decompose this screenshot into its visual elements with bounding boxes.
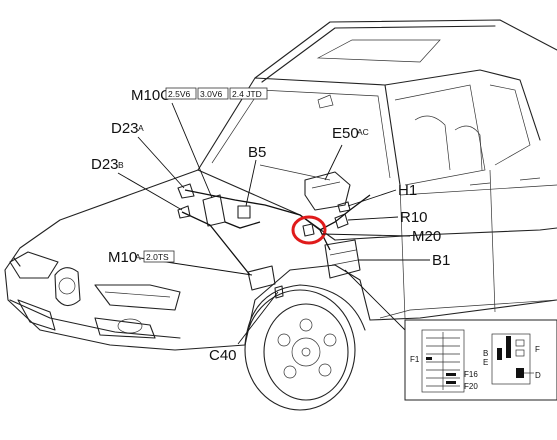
label-d23b: D23	[91, 156, 119, 173]
label-b5: B5	[248, 144, 266, 161]
highlight-circle-m20	[291, 215, 327, 245]
wiring-harness	[181, 189, 371, 276]
variant-m10c-2: 2.4 JTD	[232, 89, 262, 99]
inset-label-b: B	[483, 349, 488, 358]
inset-label-f16: F16	[464, 370, 478, 379]
leader-lines	[117, 102, 430, 345]
label-m10a-suffix: A	[135, 252, 141, 262]
label-m10c: M10C	[131, 87, 171, 104]
inset-label-d: D	[535, 371, 541, 380]
inset-label-f: F	[535, 345, 540, 354]
label-e50-suffix: AC	[357, 127, 369, 137]
label-e50: E50	[332, 125, 359, 142]
label-d23a: D23	[111, 120, 139, 137]
inset-label-f1: F1	[410, 355, 420, 364]
inset-label-e: E	[483, 358, 488, 367]
variant-m10c-0: 2.5V6	[168, 89, 190, 99]
label-c40: C40	[209, 347, 237, 364]
label-m20: M20	[412, 228, 441, 245]
inset-label-f20: F20	[464, 382, 478, 391]
label-h1: H1	[398, 182, 417, 199]
label-b1: B1	[432, 252, 450, 269]
engine-components	[177, 171, 361, 299]
label-r10: R10	[400, 209, 428, 226]
component-labels: M10C 2.5V6 3.0V6 2.4 JTD D23 A D23 B B5 …	[91, 87, 450, 364]
fuse-box-inset: F1 F16 F20 B E F D	[379, 299, 557, 401]
label-d23b-suffix: B	[118, 160, 124, 170]
label-m10a: M10	[108, 249, 137, 266]
variant-m10c-1: 3.0V6	[200, 89, 222, 99]
label-d23a-suffix: A	[138, 123, 144, 133]
variant-m10a-0: 2.0TS	[146, 252, 169, 262]
